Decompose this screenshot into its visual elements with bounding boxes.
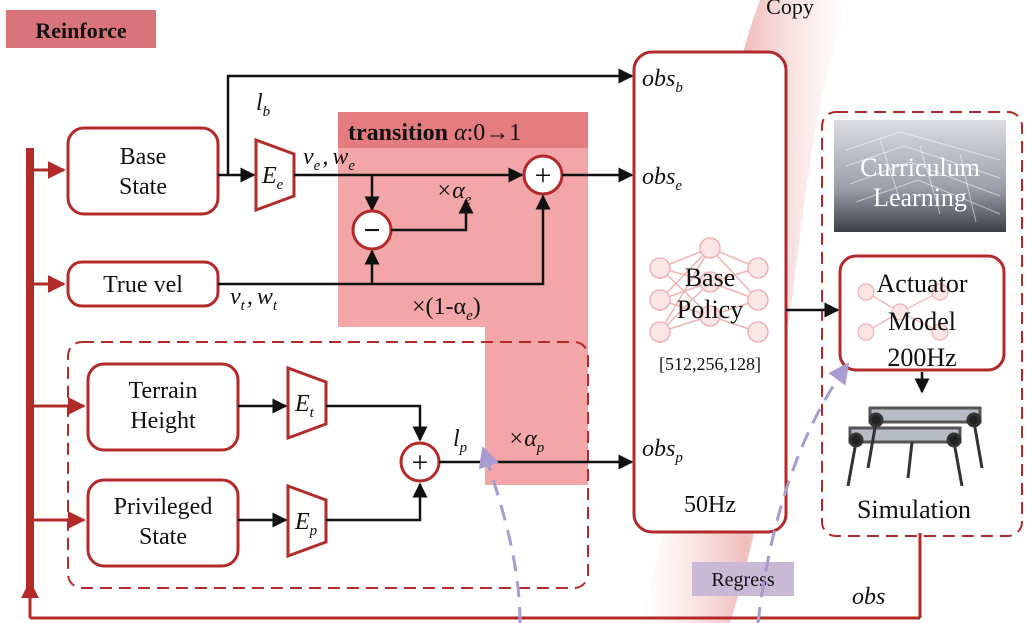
actuator-line2: Model [888,307,956,336]
encoder-p [286,483,328,559]
terrain-height-block [86,362,240,452]
base-state-line1: Base [120,144,167,170]
actuator-line1: Actuator [877,269,968,298]
transition-header [338,112,588,148]
privileged-group [67,341,589,589]
obs-feedback-label: obs [852,584,885,610]
encoder-t-label: Et [294,391,315,421]
plus-sign-bottom: + [412,446,429,479]
base-policy-dims: [512,256,128] [659,354,761,374]
encoder-e-label: Ee [261,163,284,193]
base-state-block [66,126,220,216]
copy-label: Copy [766,0,814,19]
terrain-height-line2: Height [130,408,196,434]
encoder-t [286,365,328,441]
encoder-e [254,137,296,213]
base-policy-line1: Base [685,263,736,292]
base-state-line2: State [119,174,167,200]
times-alpha-e-label: ×αe [436,178,472,208]
times-alpha-p-label: ×αp [508,426,545,456]
terrain-height-line1: Terrain [129,378,198,404]
obs-e-label: obse [642,164,682,194]
regress-tag [692,562,794,596]
actuator-model-block [838,254,1006,372]
actuator-line3: 200Hz [887,343,956,372]
transition-region [338,112,588,485]
privileged-state-line2: State [139,524,187,550]
regress-arrow-lp [478,446,522,623]
curriculum-line2: Learning [873,183,967,212]
privileged-state-block [86,478,240,568]
robot-illustration [846,406,984,487]
curriculum-line1: Curriculum [860,153,980,182]
reinforce-tag [6,10,156,48]
simulation-label: Simulation [857,495,971,524]
l-p-label: lp [453,426,468,456]
true-vel-label: True vel [103,272,183,298]
minus-sign: − [363,214,380,247]
encoder-p-label: Ep [294,509,318,539]
curriculum-learning-image [834,120,1006,232]
base-policy-rate: 50Hz [684,492,736,518]
one-minus-alpha-label: ×(1-αe) [412,294,481,324]
ve-we-label: ve,we [303,144,355,174]
simulation-group [821,111,1023,537]
neural-net-icon [649,237,769,343]
l-b-label: lb [256,90,271,120]
actuator-net-icon [857,283,949,341]
base-policy-line2: Policy [677,295,743,324]
obs-b-label: obsb [642,66,683,96]
regress-arrow-actuator [756,362,850,623]
regress-label: Regress [711,569,775,591]
plus-sign-top: + [535,159,552,192]
vt-wt-label: vt,wt [230,284,278,314]
reinforce-label: Reinforce [35,18,126,43]
obs-p-label: obsp [642,436,683,466]
privileged-state-line1: Privileged [114,494,213,520]
